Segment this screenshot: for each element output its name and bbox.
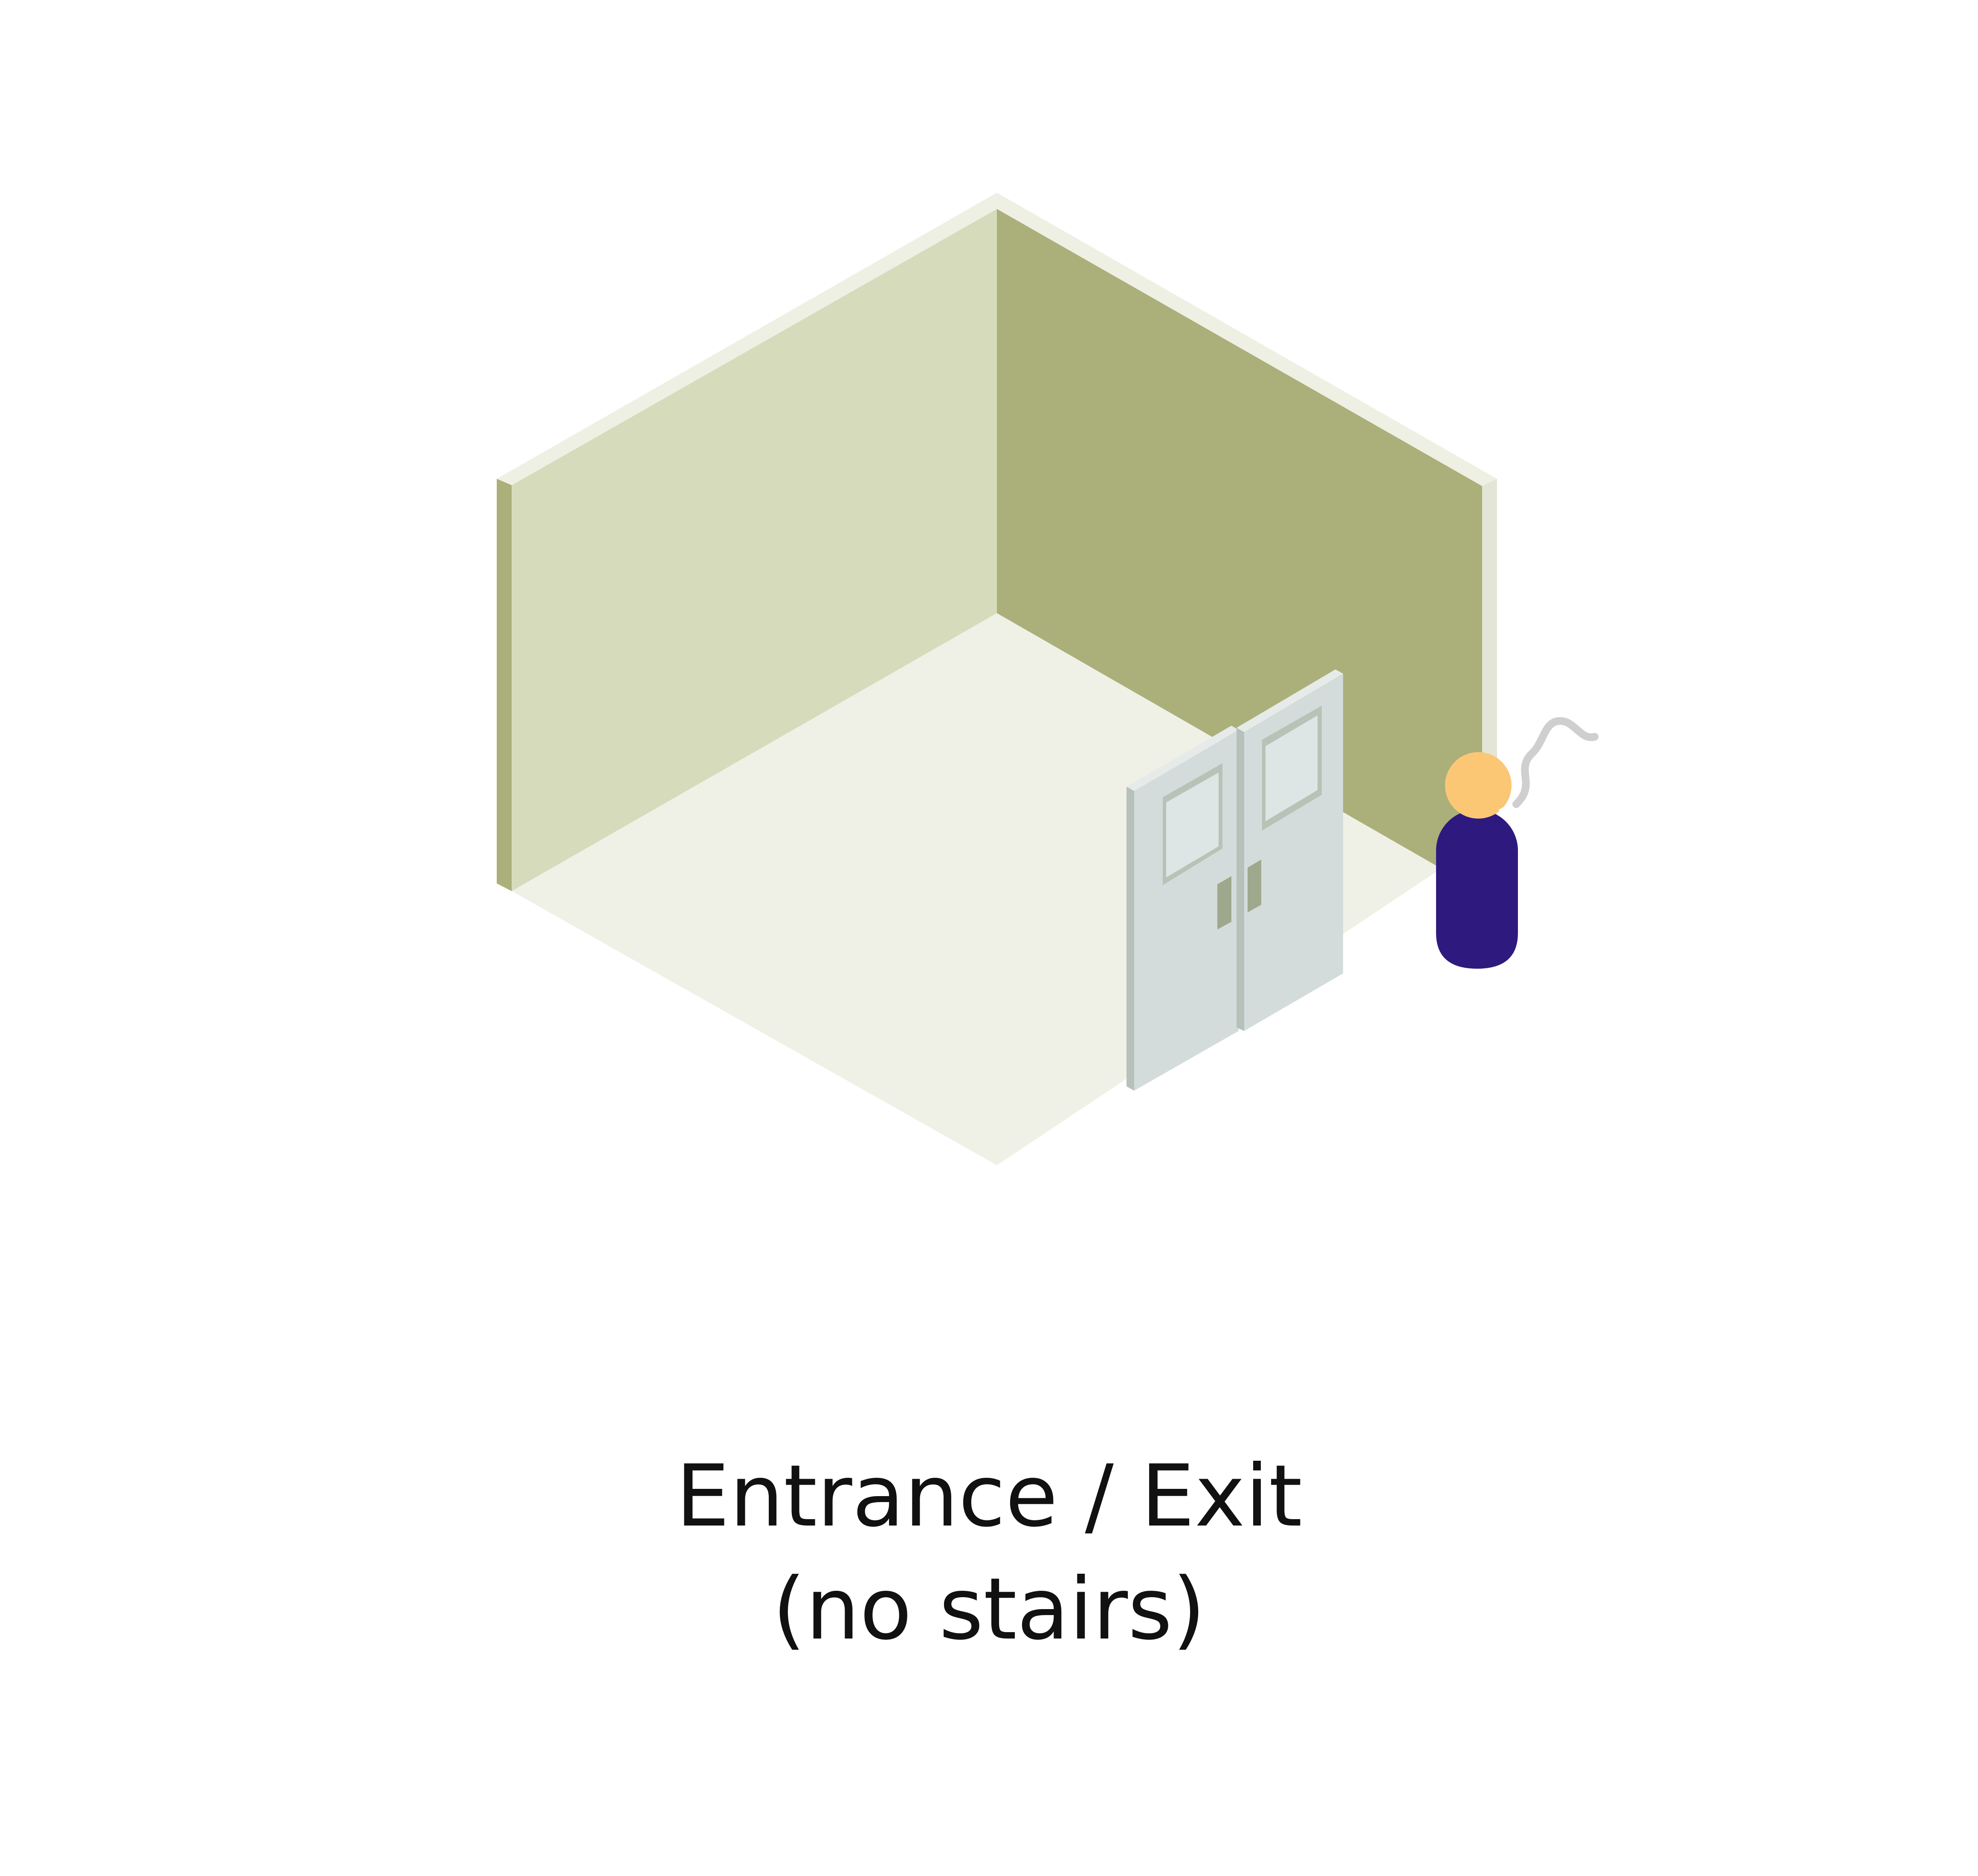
left-door-side [1127,787,1134,1091]
right-door-handle[interactable] [1248,860,1261,912]
cigarette [1498,802,1513,812]
left-wall-top-edge [497,193,997,485]
person-head [1445,752,1512,819]
right-door-window [1266,715,1318,821]
left-door-handle[interactable] [1217,876,1231,929]
caption-subtitle: (no stairs) [772,1560,1206,1659]
caption-title: Entrance / Exit [675,1447,1303,1546]
right-wall-top-edge [997,193,1497,486]
left-wall-end-cap [497,479,512,891]
smoke-icon [1512,717,1599,808]
person-figure [1436,717,1599,969]
left-door[interactable] [1127,726,1239,1091]
right-door-side [1237,728,1244,1031]
left-door-window [1166,773,1219,877]
left-wall [512,209,997,891]
right-door[interactable] [1237,669,1343,1031]
right-door-top-edge [1237,669,1343,732]
person-body [1436,810,1518,969]
right-wall [997,209,1482,869]
left-door-top-edge [1127,726,1239,791]
